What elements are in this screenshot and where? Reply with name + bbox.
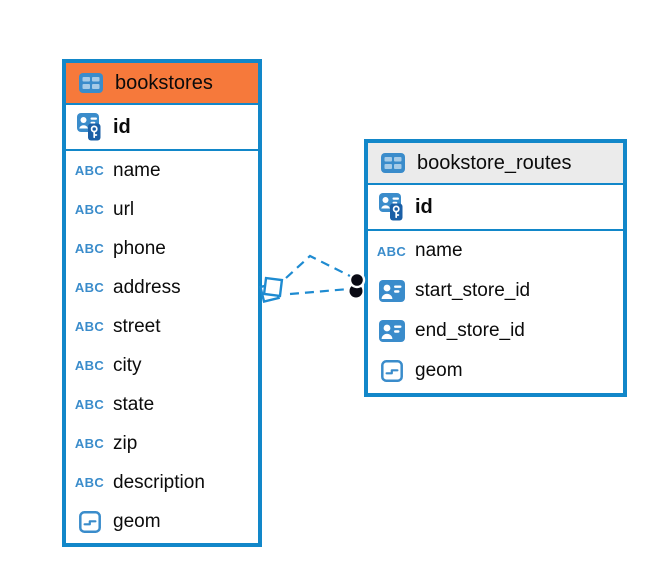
field-name: start_store_id [415,280,531,301]
field-name: address [113,276,181,298]
table-bookstores-header[interactable]: bookstores [66,63,258,105]
abc-glyph: ABC [74,163,105,178]
field-name: street [113,315,161,337]
field-name: url [113,198,135,220]
primary-key-icon [376,193,407,221]
abc-text-type-icon: ABC [74,436,105,451]
field-name: name [415,240,463,261]
abc-text-type-icon: ABC [74,241,105,256]
relationship-line-end-store [285,254,353,279]
table-bookstore-routes-header[interactable]: bookstore_routes [368,143,623,185]
table-icon [377,153,408,173]
field-row-address[interactable]: ABC address [66,268,258,307]
one-cardinality-marker[interactable] [348,271,366,298]
abc-text-type-icon: ABC [74,397,105,412]
field-row-url[interactable]: ABC url [66,190,258,229]
abc-text-type-icon: ABC [74,280,105,295]
person-badge-foreign-key-icon [376,320,407,342]
field-name: description [113,471,205,493]
abc-glyph: ABC [74,202,105,217]
field-name: end_store_id [415,320,525,341]
abc-text-type-icon: ABC [74,319,105,334]
field-row-city[interactable]: ABC city [66,346,258,385]
person-badge-foreign-key-icon [376,280,407,302]
field-name: geom [415,360,463,381]
abc-glyph: ABC [74,397,105,412]
primary-key-icon [74,113,105,141]
abc-glyph: ABC [74,319,105,334]
abc-text-type-icon: ABC [74,358,105,373]
field-row-zip[interactable]: ABC zip [66,424,258,463]
relationship-line-start-store [289,287,350,296]
many-cardinality-marker[interactable] [258,276,284,304]
field-row-id[interactable]: id [368,185,623,231]
field-name: geom [113,510,161,532]
table-title: bookstore_routes [417,151,572,174]
table-bookstore-routes[interactable]: bookstore_routes id ABC name start_store_i… [364,139,627,397]
abc-glyph: ABC [74,241,105,256]
field-row-id[interactable]: id [66,105,258,151]
abc-text-type-icon: ABC [376,244,407,259]
field-name: zip [113,432,138,454]
abc-glyph: ABC [74,280,105,295]
field-row-name[interactable]: ABC name [66,151,258,190]
primary-key-name: id [113,115,131,138]
abc-text-type-icon: ABC [74,202,105,217]
field-row-geom[interactable]: geom [368,351,623,391]
abc-text-type-icon: ABC [74,475,105,490]
geometry-type-icon [74,510,105,533]
field-name: city [113,354,142,376]
table-icon [75,73,106,93]
field-name: name [113,159,161,181]
geometry-type-icon [376,360,407,382]
field-name: phone [113,237,166,259]
field-row-end_store_id[interactable]: end_store_id [368,311,623,351]
field-row-name[interactable]: ABC name [368,231,623,271]
abc-glyph: ABC [74,475,105,490]
field-row-phone[interactable]: ABC phone [66,229,258,268]
field-row-start_store_id[interactable]: start_store_id [368,271,623,311]
field-name: state [113,393,155,415]
field-row-description[interactable]: ABC description [66,463,258,502]
abc-glyph: ABC [74,436,105,451]
field-row-state[interactable]: ABC state [66,385,258,424]
field-row-geom[interactable]: geom [66,502,258,541]
table-title: bookstores [115,71,213,94]
primary-key-name: id [415,195,433,218]
abc-glyph: ABC [376,243,407,259]
abc-glyph: ABC [74,358,105,373]
field-row-street[interactable]: ABC street [66,307,258,346]
abc-text-type-icon: ABC [74,163,105,178]
